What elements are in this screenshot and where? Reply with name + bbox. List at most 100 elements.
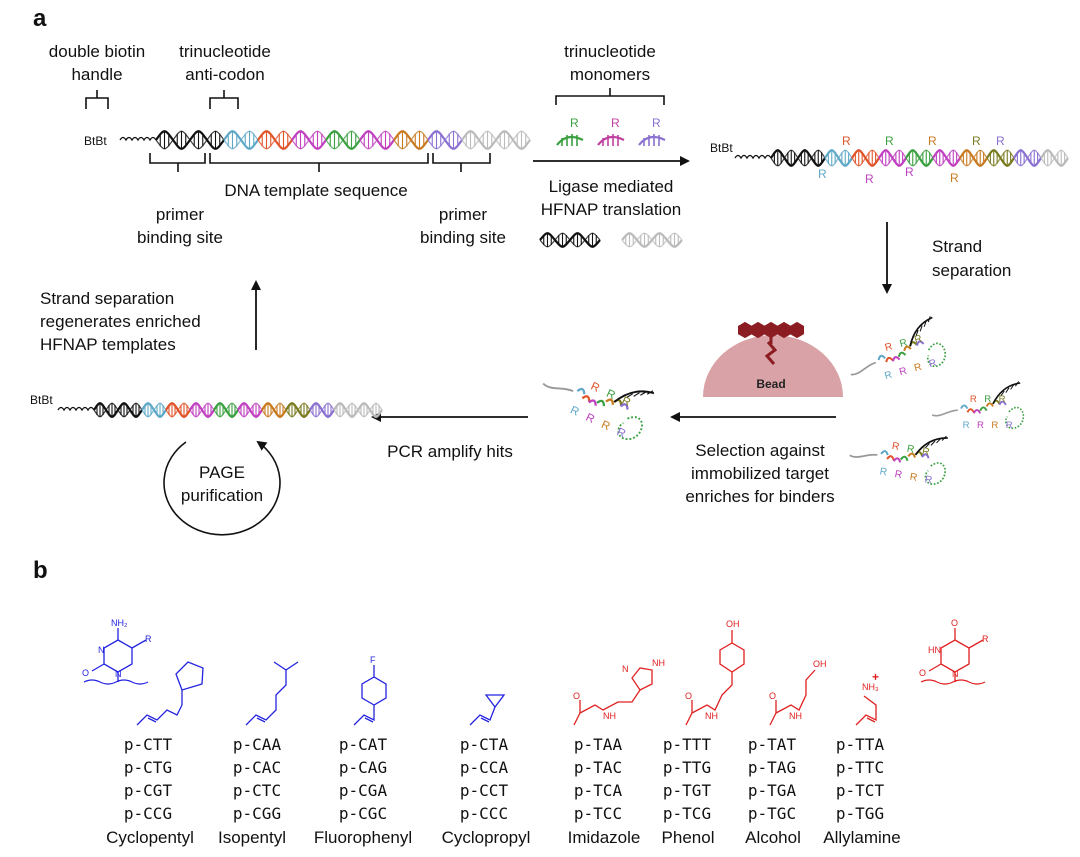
cyclopropyl-structure [469,694,506,726]
imidazole-structure: O NH N NH [573,658,665,726]
helix-segment [309,402,335,418]
codon-table: p-CTTp-CTGp-CGTp-CCGCyclopentylp-CAAp-CA… [106,735,901,847]
svg-text:NH₂: NH₂ [111,618,128,628]
helix-segment [393,130,429,150]
strand-sep-line1: Strand [932,237,982,256]
monomers-label-line1: trinucleotide [564,42,656,61]
svg-text:R: R [963,420,970,431]
helix-segment [93,402,119,418]
primer-left-bracket [149,153,206,172]
codon-label: p-CAA [233,735,282,754]
codon-label: p-CGT [124,781,173,800]
template-helix [119,130,531,150]
amplified-helix [57,402,383,418]
svg-text:N: N [622,664,629,674]
monomer-magenta: R [597,116,625,146]
svg-text:R: R [615,426,628,440]
helix-segment [621,232,653,248]
svg-text:R: R [906,444,915,456]
codon-label: p-TCA [574,781,623,800]
svg-text:O: O [919,668,926,678]
selection-line1: Selection against [695,441,825,460]
svg-text:NH: NH [652,658,665,668]
btbt-label-amplified: BtBt [30,393,53,407]
helix-segment [959,149,988,167]
side-chain-r: R [996,134,1005,148]
helix-segment [359,130,395,150]
monomer-purple: R [638,116,666,146]
panel-a-label: a [33,5,47,32]
helix-segment [189,402,215,418]
cytosine-base-structure: NH₂ R N O N [82,618,152,685]
side-chain-r: R [950,171,959,185]
panel-b-label: b [33,557,48,584]
side-chain-r: R [905,165,914,179]
selection-line3: enriches for binders [685,487,834,506]
template-label: DNA template sequence [224,181,407,200]
codon-label: p-TAT [748,735,797,754]
side-chain-name: Fluorophenyl [314,828,412,847]
svg-text:R: R [913,333,923,346]
anticodon-bracket [209,90,239,109]
side-chain-r: R [885,134,894,148]
svg-text:R: R [599,419,612,433]
side-chain-r: R [928,134,937,148]
primer-right-line2: binding site [420,228,506,247]
svg-text:OH: OH [813,659,827,669]
helix-segment [141,402,167,418]
page-loop-arrow [163,440,281,536]
codon-label: p-CGG [233,804,281,823]
svg-text:NH₃: NH₃ [862,682,879,692]
alcohol-structure: O NH OH [769,659,827,726]
svg-text:R: R [928,358,938,371]
helix-segment [261,402,287,418]
helix-segment [770,149,799,167]
side-chain-r: R [865,172,874,186]
codon-label: p-TAA [574,735,623,754]
svg-text:R: R [891,441,900,453]
codon-label: p-TCT [836,781,885,800]
primer-fragments [539,232,683,248]
primer-left-line2: binding site [137,228,223,247]
pcr-label: PCR amplify hits [387,442,513,461]
monomer-green: R [556,116,584,146]
helix-segment [905,149,934,167]
handle-label-line1: double biotin [49,42,145,61]
side-chain-r: R [972,134,981,148]
codon-label: p-TTC [836,758,884,777]
helix-segment [495,130,531,150]
codon-label: p-CCT [460,781,509,800]
svg-text:R: R [1006,420,1013,431]
helix-segment [155,130,191,150]
codon-label: p-CGA [339,781,388,800]
helix-segment [333,402,359,418]
helix-segment [325,130,361,150]
svg-text:R: R [921,446,930,458]
template-bracket [209,153,429,172]
helix-segment [1013,149,1042,167]
helix-segment [427,130,463,150]
codon-label: p-TCC [574,804,622,823]
codon-label: p-CAC [233,758,281,777]
svg-text:R: R [611,116,620,130]
helix-segment [165,402,191,418]
page-line1: PAGE [199,463,245,482]
svg-text:HN: HN [928,645,941,655]
side-chain-name: Cyclopropyl [442,828,531,847]
ligase-label-line1: Ligase mediated [549,177,674,196]
helix-segment [237,402,263,418]
codon-label: p-CTG [124,758,172,777]
helix-segment [932,149,961,167]
immobilized-target-icon [738,321,804,344]
codon-label: p-CCA [460,758,509,777]
svg-text:Bead: Bead [756,377,785,391]
btbt-label-top: BtBt [84,134,107,148]
monomers-bracket [555,88,665,105]
codon-label: p-TGC [748,804,796,823]
codon-label: p-TGA [748,781,797,800]
primer-right-bracket [432,153,491,172]
